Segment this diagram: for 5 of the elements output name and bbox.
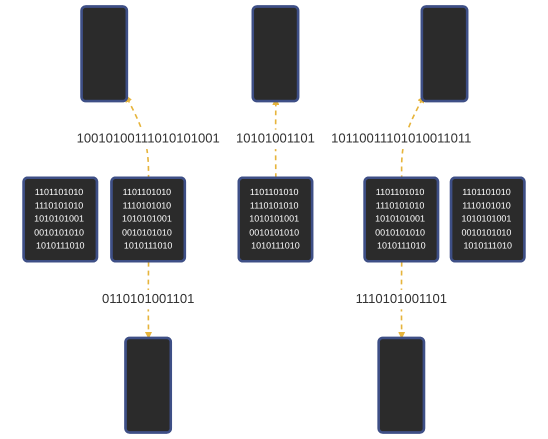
edge-label: 1110101001101 xyxy=(356,292,447,306)
edge-label: 10110011101010011011 xyxy=(331,132,472,146)
edge-label: 10101001101 xyxy=(236,132,315,146)
edge-label: 10010100111010101001 xyxy=(76,132,220,146)
edge-label: 0110101001101 xyxy=(102,292,194,306)
